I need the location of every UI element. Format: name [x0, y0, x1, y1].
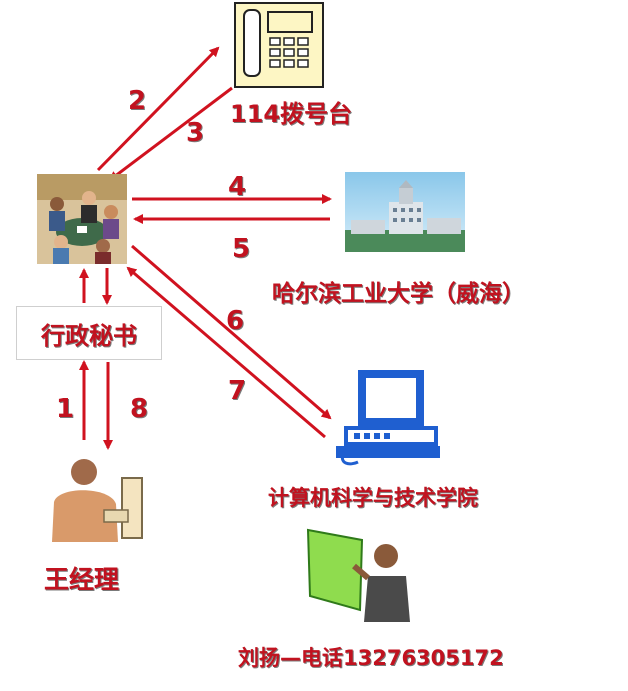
step-3-label: 3: [186, 118, 205, 148]
university-label: 哈尔滨工业大学（威海）: [272, 281, 525, 307]
step-6-label: 6: [226, 306, 245, 336]
step-1-label: 1: [56, 394, 75, 424]
manager-label: 王经理: [44, 565, 120, 594]
step-5-label: 5: [232, 234, 251, 264]
computer-icon: [336, 366, 446, 466]
arrow-3: [108, 86, 233, 182]
meeting-image: [37, 174, 127, 264]
arrow-7: [126, 266, 326, 439]
manager-image: [40, 452, 154, 548]
step-2-label: 2: [128, 86, 147, 116]
presenter-image: [306, 526, 416, 622]
arrow-6: [131, 244, 332, 420]
step-4-label: 4: [228, 172, 247, 202]
phone-label: 114拨号台: [230, 100, 353, 128]
secretary-label: 行政秘书: [41, 321, 137, 350]
contact-label: 刘扬—电话13276305172: [238, 646, 504, 670]
phone-icon: [234, 2, 324, 88]
secretary-box: 行政秘书: [16, 306, 162, 360]
step-7-label: 7: [228, 376, 247, 406]
step-8-label: 8: [130, 394, 149, 424]
arrow-2: [96, 46, 220, 172]
computer-school-label: 计算机科学与技术学院: [268, 486, 478, 510]
university-photo: [345, 172, 465, 252]
